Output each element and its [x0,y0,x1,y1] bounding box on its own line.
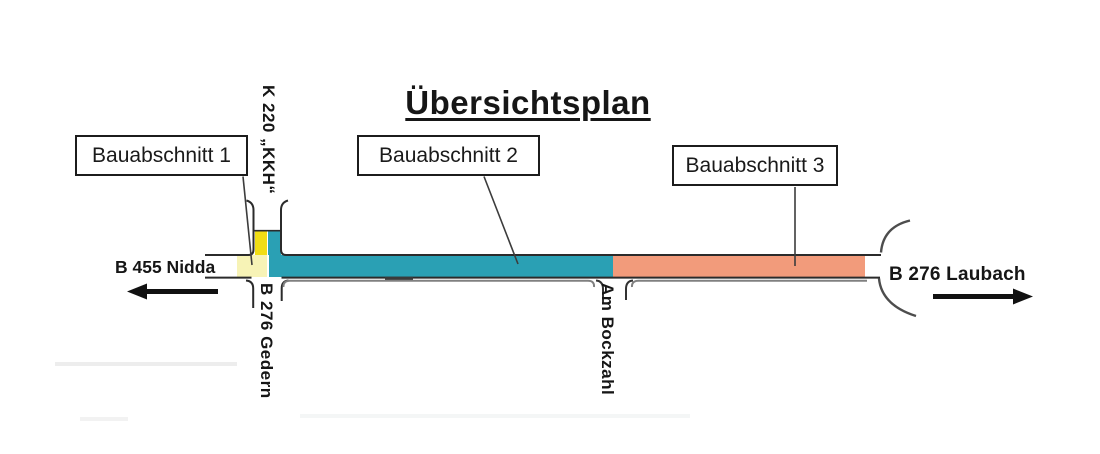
scan-artifact [80,417,128,421]
secondary-edge-west [282,279,596,288]
bockzahl-junction-right-edge [625,279,634,300]
callout-box-bauabschnitt-2: Bauabschnitt 2 [357,135,540,176]
leader-line-bauabschnitt-1 [242,176,253,266]
road-label-b276-laubach: B 276 Laubach [889,264,1026,285]
road-label-am-bockzahl: Am Bockzahl [598,283,617,396]
scan-artifact [55,362,237,366]
road-label-b455-nidda: B 455 Nidda [115,257,216,277]
callout-box-bauabschnitt-1: Bauabschnitt 1 [75,135,248,176]
road-segment-bauabschnitt-2 [268,255,613,277]
callout-label: Bauabschnitt 1 [92,143,231,167]
road-segment-bauabschnitt-1 [237,255,267,277]
road-segment-end [865,255,882,277]
road-top-border-right [280,199,881,256]
page-title: Übersichtsplan [405,84,651,121]
bockzahl-junction-left-edge [595,279,604,304]
road-label-b276-gedern: B 276 Gedern [257,283,276,399]
secondary-edge-east [630,279,867,288]
road-segment-bauabschnitt-3 [613,255,865,277]
arrow-right-icon [933,288,1033,305]
gedern-junction-left-edge [245,279,255,308]
arrow-left-icon [127,283,218,300]
leader-line-bauabschnitt-2 [483,176,519,265]
scan-artifact [300,414,690,418]
callout-label: Bauabschnitt 3 [685,153,825,177]
callout-label: Bauabschnitt 2 [379,143,518,167]
road-label-k220-kkh: K 220 „KKH“ [259,85,278,195]
laubach-junction-arc-top [879,219,911,253]
laubach-junction-arc-bottom [877,278,917,318]
k220-segment-bauabschnitt-1 [254,231,267,255]
k220-segment-bauabschnitt-2 [268,229,281,255]
callout-box-bauabschnitt-3: Bauabschnitt 3 [672,145,838,186]
